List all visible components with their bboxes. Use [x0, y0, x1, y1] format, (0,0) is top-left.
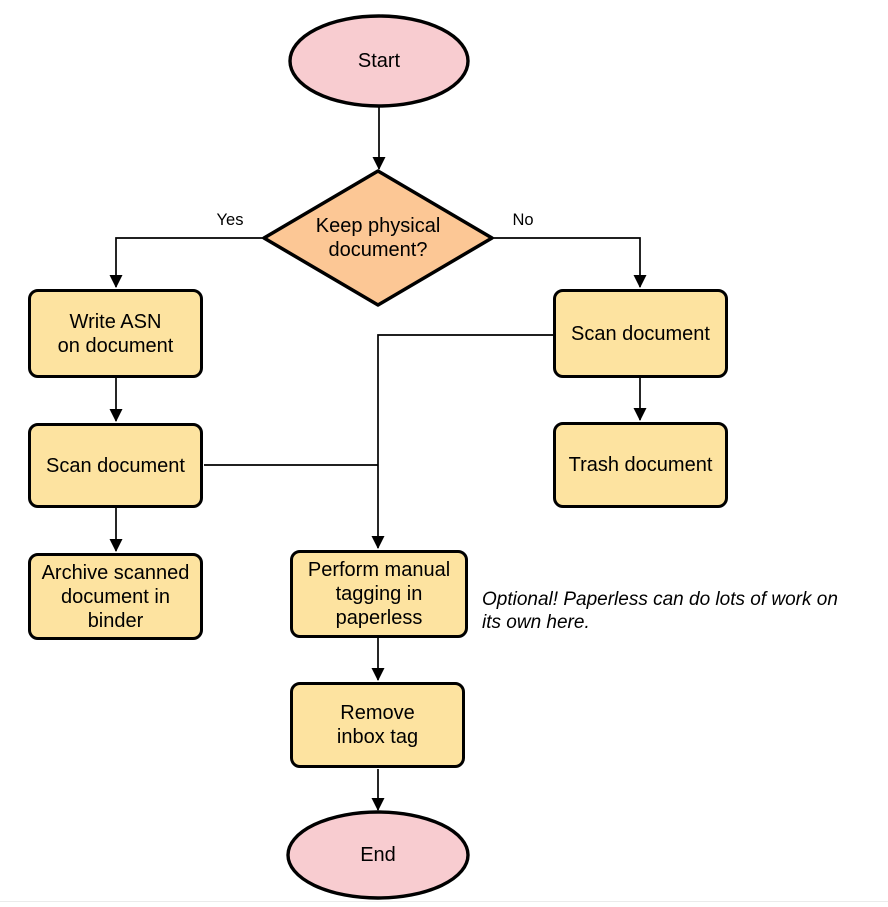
node-archive-scanned-label: Archive scanned document in binder — [41, 561, 190, 632]
node-perform-manual-tagging-label: Perform manual tagging in paperless — [307, 559, 451, 629]
edge-label-no: No — [512, 211, 534, 229]
node-trash-document-label: Trash document — [568, 454, 713, 476]
node-write-asn-label: Write ASN on document — [57, 310, 174, 357]
node-perform-manual-tagging: Perform manual tagging in paperless — [290, 550, 468, 638]
decision-diamond-shape — [262, 169, 494, 307]
node-scan-document-right-label: Scan document — [571, 322, 710, 345]
node-write-asn: Write ASN on document — [28, 289, 203, 378]
end-terminator-shape — [286, 810, 470, 900]
edge-label-yes: Yes — [216, 211, 244, 229]
start-terminator-shape — [288, 14, 470, 108]
node-scan-document-left: Scan document — [28, 423, 203, 508]
node-scan-document-left-label: Scan document — [46, 454, 185, 477]
node-remove-inbox-tag-label: Remove inbox tag — [336, 702, 419, 748]
node-archive-scanned: Archive scanned document in binder — [28, 553, 203, 640]
page-bottom-divider — [0, 901, 888, 902]
edge-decision-yes-to-write-asn — [109, 237, 264, 288]
node-trash-document: Trash document — [553, 422, 728, 508]
edge-decision-no-to-scan-right — [492, 237, 647, 288]
node-remove-inbox-tag: Remove inbox tag — [290, 682, 465, 768]
edge-scan-right-to-tagging — [371, 334, 553, 549]
annotation-optional-note: Optional! Paperless can do lots of work … — [482, 589, 838, 633]
node-scan-document-right: Scan document — [553, 289, 728, 378]
